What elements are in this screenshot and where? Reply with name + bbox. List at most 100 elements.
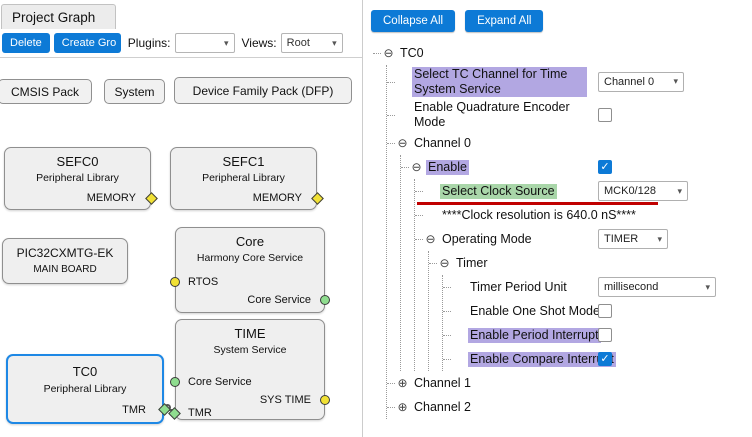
plugins-label: Plugins: xyxy=(127,36,171,50)
tree-label: Channel 0 xyxy=(414,135,471,150)
quadrature-checkbox[interactable]: ✓ xyxy=(598,107,612,122)
config-toolbar: Collapse All Expand All xyxy=(363,0,752,32)
pack-system[interactable]: System xyxy=(104,79,165,104)
expand-icon[interactable]: ⊕ xyxy=(397,400,408,414)
rtos-pin-circle[interactable] xyxy=(170,277,180,287)
expand-icon[interactable]: ⊕ xyxy=(397,376,408,390)
delete-button[interactable]: Delete xyxy=(2,33,50,53)
collapse-icon[interactable]: ⊖ xyxy=(397,136,408,150)
project-graph-title: Project Graph xyxy=(12,9,96,25)
collapse-icon[interactable]: ⊖ xyxy=(411,160,422,174)
node-tc0[interactable]: TC0 Peripheral Library TMR xyxy=(6,354,171,424)
enable-checkbox[interactable]: ✓ xyxy=(598,160,612,174)
project-graph-toolbar: Delete Create Gro Plugins: ▾ Views: Root… xyxy=(0,29,362,58)
chevron-down-icon: ▾ xyxy=(657,233,662,244)
chevron-down-icon: ▾ xyxy=(223,37,229,48)
tree-row-tc-channel: Select TC Channel for Time System Servic… xyxy=(387,65,752,98)
memory-port-label: MEMORY xyxy=(86,192,136,204)
tree-row-channel2: ⊕ Channel 2 xyxy=(387,395,752,419)
tree-row-period-unit: Timer Period Unit millisecond ▾ xyxy=(443,275,752,299)
tree-row-channel1: ⊕ Channel 1 xyxy=(387,371,752,395)
rtos-port-label: RTOS xyxy=(188,276,219,288)
chevron-down-icon: ▾ xyxy=(705,281,710,292)
pack-label: System xyxy=(114,84,155,99)
node-core[interactable]: Core Harmony Core Service RTOS Core Serv… xyxy=(170,227,330,313)
error-underline xyxy=(417,202,658,205)
pack-dfp[interactable]: Device Family Pack (DFP) xyxy=(174,77,352,104)
tree-label: Channel 1 xyxy=(414,375,471,390)
tree-row-quadrature: Enable Quadrature Encoder Mode ✓ xyxy=(387,98,752,131)
views-label: Views: xyxy=(241,36,277,50)
node-subtitle: Peripheral Library xyxy=(202,172,285,184)
node-time[interactable]: TIME System Service Core Service SYS TIM… xyxy=(168,319,330,420)
selected-value: MCK0/128 xyxy=(604,185,656,197)
tree-label: Enable xyxy=(426,159,469,175)
node-title: SEFC1 xyxy=(222,154,265,169)
node-board[interactable]: PIC32CXMTG-EK MAIN BOARD xyxy=(2,238,128,284)
tree-row-one-shot: Enable One Shot Mode ✓ xyxy=(443,299,752,323)
tree-row-operating-mode: ⊖ Operating Mode TIMER ▾ xyxy=(415,227,752,251)
memory-pin-diamond[interactable] xyxy=(311,192,324,205)
node-sefc0[interactable]: SEFC0 Peripheral Library MEMORY xyxy=(4,147,158,210)
tree-label: Timer Period Unit xyxy=(470,279,567,294)
collapse-icon[interactable]: ⊖ xyxy=(383,46,394,60)
tree-row-clock-source: Select Clock Source MCK0/128 ▾ xyxy=(415,179,752,205)
views-dropdown[interactable]: Root ▾ xyxy=(280,33,343,53)
node-title: TIME xyxy=(234,326,266,341)
node-title: SEFC0 xyxy=(56,154,99,169)
create-group-button[interactable]: Create Gro xyxy=(53,33,121,53)
project-graph-panel: Project Graph Delete Create Gro Plugins:… xyxy=(0,0,362,437)
node-subtitle: Peripheral Library xyxy=(36,172,119,184)
node-subtitle: MAIN BOARD xyxy=(33,264,97,275)
tree-label: TC0 xyxy=(400,45,424,60)
expand-all-button[interactable]: Expand All xyxy=(465,10,544,32)
selected-value: TIMER xyxy=(604,233,639,245)
tree-label: Channel 2 xyxy=(414,399,471,414)
collapse-all-button[interactable]: Collapse All xyxy=(371,10,456,32)
core-service-port-label: Core Service xyxy=(247,294,311,306)
operating-mode-select[interactable]: TIMER ▾ xyxy=(598,229,668,249)
tree-row-compare-interrupt: Enable Compare Interrupt ✓ xyxy=(443,347,752,371)
core-service-pin-circle[interactable] xyxy=(320,295,330,305)
project-graph-tab[interactable]: Project Graph xyxy=(1,4,116,29)
tmr-port-label: TMR xyxy=(188,407,212,419)
collapse-icon[interactable]: ⊖ xyxy=(425,232,436,246)
tree-label: Timer xyxy=(456,255,488,270)
chevron-down-icon: ▾ xyxy=(673,76,678,86)
check-icon: ✓ xyxy=(600,160,610,173)
one-shot-checkbox[interactable]: ✓ xyxy=(598,304,612,318)
period-interrupt-checkbox[interactable]: ✓ xyxy=(598,328,612,342)
selected-value: Channel 0 xyxy=(604,75,655,88)
tree-row-period-interrupt: Enable Period Interrupt ✓ xyxy=(443,323,752,347)
pack-label: CMSIS Pack xyxy=(10,84,79,99)
tree-label: Enable Quadrature Encoder Mode xyxy=(414,99,570,129)
memory-pin-diamond[interactable] xyxy=(145,192,158,205)
config-tree: ⊖ TC0 Select TC Channel for Time System … xyxy=(363,41,752,419)
configuration-panel: Collapse All Expand All ⊖ TC0 Select TC … xyxy=(362,0,752,437)
plugins-dropdown[interactable]: ▾ xyxy=(174,33,235,53)
collapse-icon[interactable]: ⊖ xyxy=(439,256,450,270)
tree-row-clock-resolution: ****Clock resolution is 640.0 nS**** xyxy=(415,203,752,227)
pack-cmsis[interactable]: CMSIS Pack xyxy=(0,79,92,104)
core-service-pin-circle[interactable] xyxy=(170,377,180,387)
sys-time-pin-circle[interactable] xyxy=(320,395,330,405)
node-sefc1[interactable]: SEFC1 Peripheral Library MEMORY xyxy=(170,147,324,210)
tree-label: Operating Mode xyxy=(442,231,532,246)
tc-channel-select[interactable]: Channel 0 ▾ xyxy=(598,71,684,92)
compare-interrupt-checkbox[interactable]: ✓ xyxy=(598,352,612,366)
period-unit-select[interactable]: millisecond ▾ xyxy=(598,277,716,297)
tree-label: Enable One Shot Mode xyxy=(470,303,600,318)
node-subtitle: System Service xyxy=(213,344,287,356)
check-icon: ✓ xyxy=(600,352,610,365)
tree-label: ****Clock resolution is 640.0 nS**** xyxy=(442,207,636,222)
selected-value: millisecond xyxy=(604,281,659,293)
views-value: Root xyxy=(286,37,310,49)
core-service-port-label: Core Service xyxy=(188,376,252,388)
node-title: Core xyxy=(235,234,265,249)
memory-port-label: MEMORY xyxy=(252,192,302,204)
tree-row-enable: ⊖ Enable ✓ xyxy=(401,155,752,179)
tree-label: Enable Compare Interrupt xyxy=(468,351,616,367)
tmr-port-label: TMR xyxy=(122,404,146,416)
clock-source-select[interactable]: MCK0/128 ▾ xyxy=(598,181,688,201)
